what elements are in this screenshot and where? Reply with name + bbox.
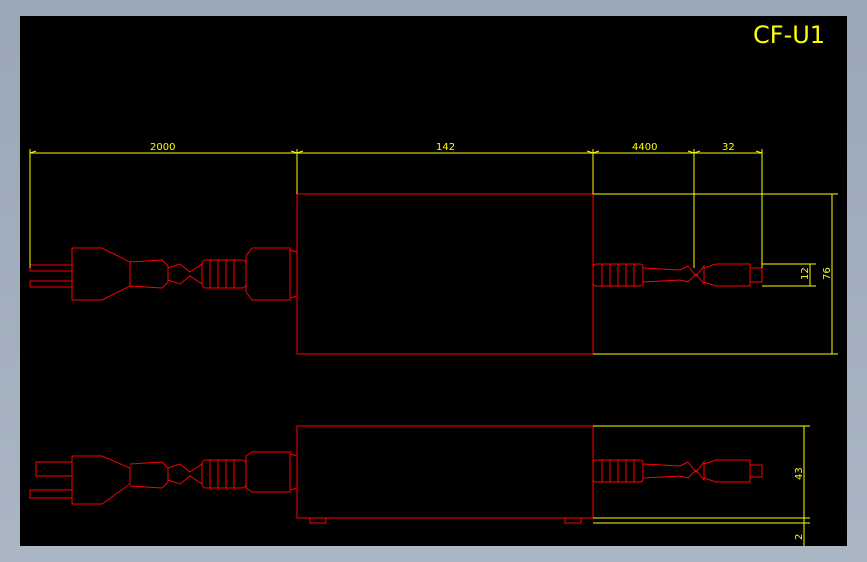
side-plug-prong-top — [35, 461, 73, 477]
adapter-body-top — [296, 193, 594, 355]
plug-prong-top — [29, 264, 73, 272]
drawing-title: CF-U1 — [753, 21, 825, 49]
plug-prong-bottom — [29, 280, 73, 288]
dim-dc-cable: 4400 — [632, 142, 657, 153]
dc-plug-tip — [749, 267, 763, 283]
dim-connector: 32 — [722, 142, 735, 153]
dim-plug-cable: 2000 — [150, 142, 175, 153]
side-plug-prong-bottom — [29, 489, 73, 499]
iec-connector-grip — [201, 259, 247, 289]
drawing-canvas: CF-U1 — [20, 16, 847, 546]
dim-body-length: 142 — [436, 142, 455, 153]
dim-connector-dia: 12 — [800, 267, 811, 280]
dim-body-width: 76 — [822, 267, 833, 280]
adapter-body-side — [296, 425, 594, 519]
top-view — [29, 193, 763, 355]
dim-body-height: 43 — [794, 467, 805, 480]
dimensions — [29, 149, 838, 546]
side-view — [29, 425, 763, 524]
plug-head — [71, 247, 131, 301]
dim-foot: 2 — [794, 534, 805, 540]
dc-plug — [703, 263, 751, 287]
